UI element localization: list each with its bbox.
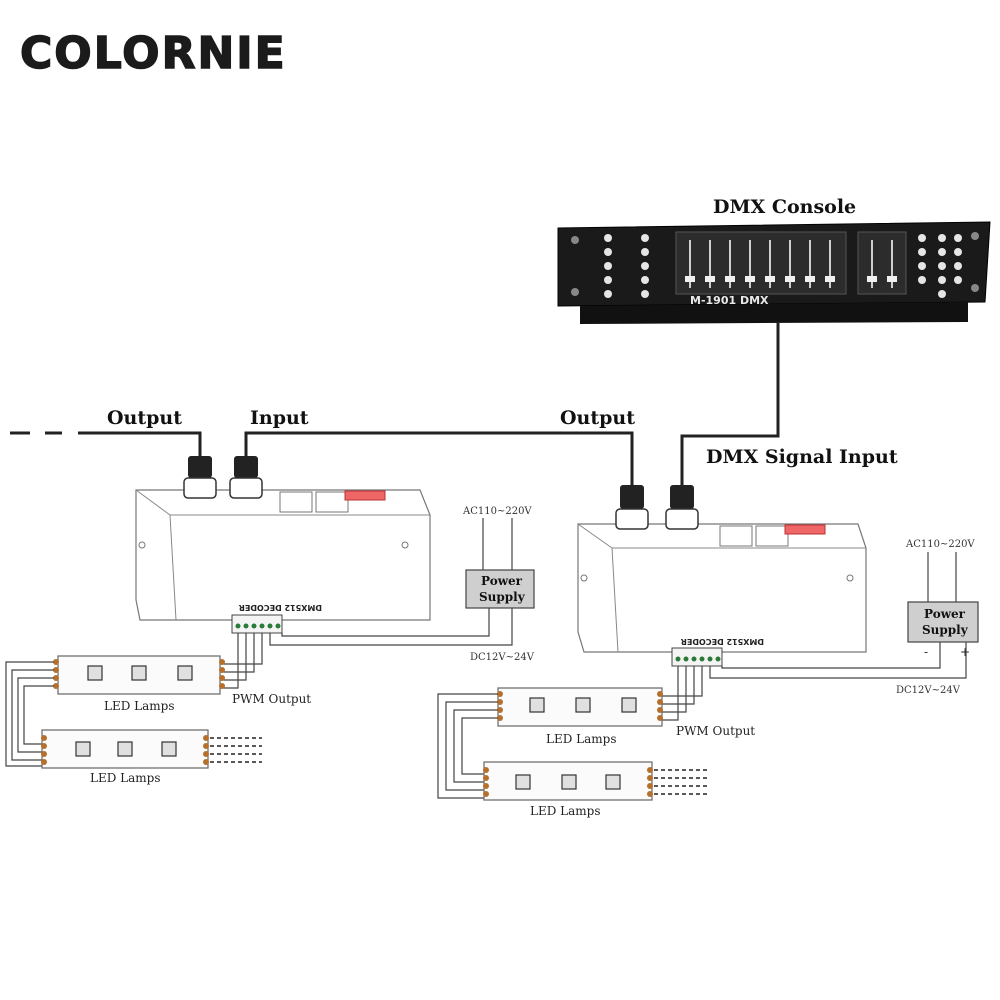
led-group-left: PWM Output LED Lamps LED Lamps (5, 633, 311, 785)
master-fader-panel (857, 231, 907, 295)
fader-panel (675, 231, 847, 295)
led-chip (87, 665, 103, 681)
ps-text-left: Power (481, 574, 523, 588)
decoder-left: DMX512 DECODER (135, 456, 431, 634)
brand-logo: COLORNIE (20, 28, 287, 79)
dip-switch (344, 490, 386, 501)
fader-knobs (685, 276, 835, 282)
xlr-connector-output (183, 456, 217, 499)
dmx-console: DMX Console (557, 196, 991, 324)
xlr-connector-input (665, 485, 699, 530)
pwm-label-right: PWM Output (676, 724, 755, 738)
console-title: DMX Console (713, 196, 856, 218)
led-label-right-1: LED Lamps (546, 732, 617, 746)
polarity-plus: + (960, 645, 970, 659)
led-label-left-1: LED Lamps (104, 699, 175, 713)
dmx-signal-cable (680, 322, 780, 485)
decoder-left-label: DMX512 DECODER (239, 603, 322, 612)
led-chip (75, 741, 91, 757)
scanner-buttons (604, 234, 649, 298)
chain-cable (244, 431, 634, 485)
decoder-left-body (135, 489, 431, 621)
dc-label-left: DC12V~24V (470, 652, 535, 663)
label-dmx-signal-input: DMX Signal Input (706, 446, 898, 468)
terminal-block (231, 614, 283, 634)
rack-hole (571, 236, 579, 244)
led-chip (177, 665, 193, 681)
led-chip (605, 774, 621, 790)
function-buttons (918, 234, 962, 298)
power-supply-box-left (465, 569, 535, 609)
rack-hole (571, 288, 579, 296)
dip-switch (784, 524, 826, 535)
power-supply-box-right (907, 601, 979, 643)
decoder-right: DMX512 DECODER (577, 485, 867, 667)
led-chip (515, 774, 531, 790)
xlr-connector-output (615, 485, 649, 530)
pwm-label-left: PWM Output (232, 692, 311, 706)
led-chip (561, 774, 577, 790)
led-chip (161, 741, 177, 757)
led-chip (575, 697, 591, 713)
decoder-right-label: DMX512 DECODER (681, 637, 764, 646)
led-group-right: PWM Output LED Lamps LED Lamps (437, 666, 755, 818)
dc-label-right: DC12V~24V (896, 685, 961, 696)
terminal-block (671, 647, 723, 667)
xlr-connector-input (229, 456, 263, 499)
polarity-minus: - (924, 645, 928, 659)
left-output-cable (78, 431, 202, 456)
label-input: Input (250, 407, 309, 429)
led-label-right-2: LED Lamps (530, 804, 601, 818)
led-chip (117, 741, 133, 757)
led-chip (621, 697, 637, 713)
label-output-left: Output (107, 407, 182, 429)
led-chip (529, 697, 545, 713)
ps-text-right: Power (924, 607, 966, 621)
dmx-cables (10, 322, 780, 485)
console-base (580, 302, 968, 324)
ps-text-left: Supply (479, 590, 526, 604)
led-chip (131, 665, 147, 681)
ps-text-right: Supply (922, 623, 969, 637)
label-output-right: Output (560, 407, 635, 429)
power-supply-left: AC110~220V Power Supply DC12V~24V (269, 506, 535, 663)
rack-hole (971, 284, 979, 292)
led-label-left-2: LED Lamps (90, 771, 161, 785)
ac-label-right: AC110~220V (905, 539, 975, 550)
console-model: M-1901 DMX (690, 294, 769, 307)
rack-hole (971, 232, 979, 240)
ac-label-left: AC110~220V (462, 506, 532, 517)
decoder-right-body (577, 523, 867, 653)
power-supply-right: AC110~220V Power Supply - + DC12V~24V (709, 539, 979, 696)
